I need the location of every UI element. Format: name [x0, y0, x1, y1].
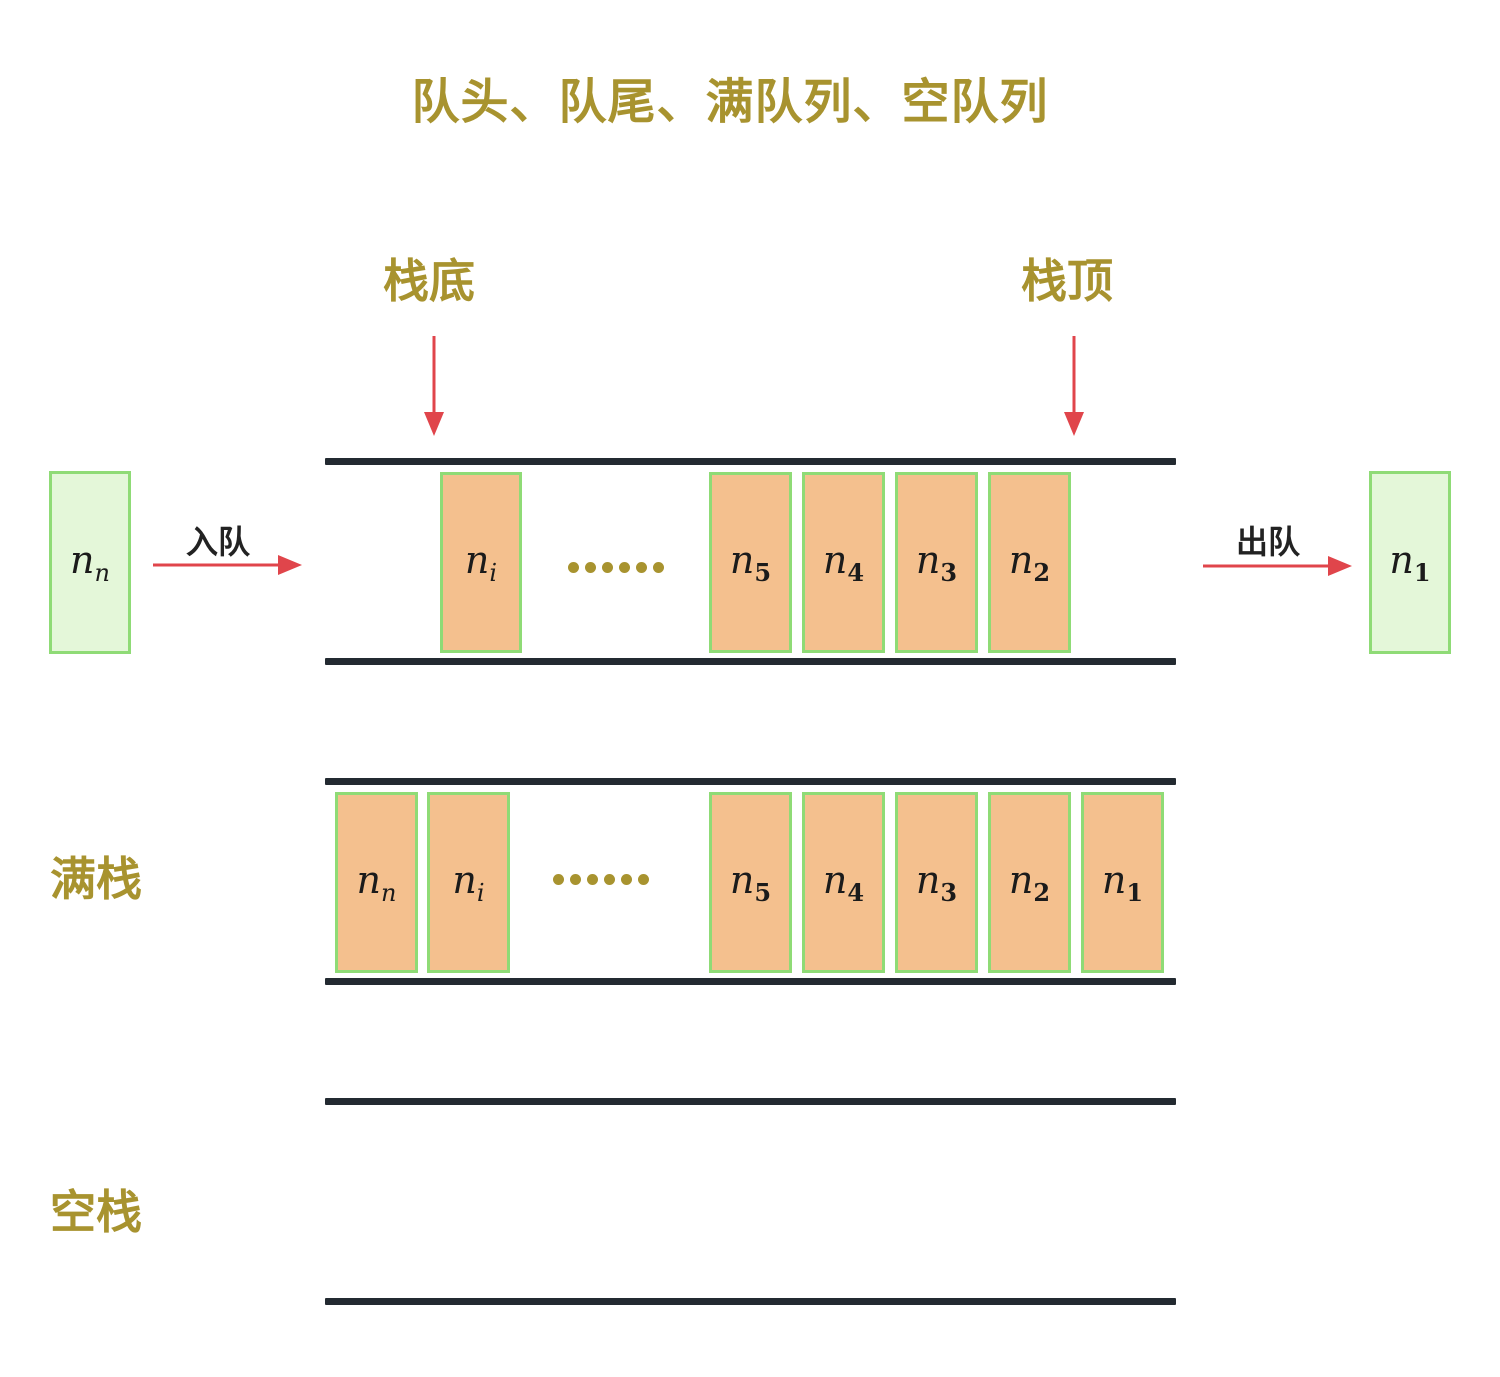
enqueue-arrow: [153, 555, 302, 575]
diagram-title: 队头、队尾、满队列、空队列: [411, 74, 1049, 130]
queue-rail-bottom: [325, 658, 1176, 665]
full-element-n1: n1: [1081, 792, 1164, 973]
stack-bottom-label: 栈底: [383, 254, 475, 308]
full-element-nn: nn: [335, 792, 418, 973]
full-element-n5: n5: [709, 792, 792, 973]
enqueue-label: 入队: [186, 523, 251, 561]
queue-element-n5: n5: [709, 472, 792, 653]
queue-element-n3: n3: [895, 472, 978, 653]
full-element-n4: n4: [802, 792, 885, 973]
queue-element-ni: ni: [440, 472, 522, 653]
full-rail-top: [325, 778, 1176, 785]
queue-element-n4: n4: [802, 472, 885, 653]
dequeue-label: 出队: [1236, 523, 1301, 561]
full-rail-bottom: [325, 978, 1176, 985]
full-element-ni: ni: [427, 792, 510, 973]
outgoing-element-n1: n1: [1369, 471, 1451, 654]
stack-top-label: 栈顶: [1021, 254, 1113, 308]
empty-rail-bottom: [325, 1298, 1176, 1305]
full-element-n3: n3: [895, 792, 978, 973]
incoming-element-nn: nn: [49, 471, 131, 654]
full-element-n2: n2: [988, 792, 1071, 973]
stack-bottom-arrow: [424, 336, 444, 436]
queue-element-n2: n2: [988, 472, 1071, 653]
empty-rail-top: [325, 1098, 1176, 1105]
queue-ellipsis: [568, 562, 664, 573]
empty-stack-label: 空栈: [50, 1185, 142, 1239]
queue-rail-top: [325, 458, 1176, 465]
full-ellipsis: [553, 874, 649, 885]
dequeue-arrow: [1203, 556, 1352, 576]
full-stack-label: 满栈: [50, 852, 142, 906]
stack-top-arrow: [1064, 336, 1084, 436]
